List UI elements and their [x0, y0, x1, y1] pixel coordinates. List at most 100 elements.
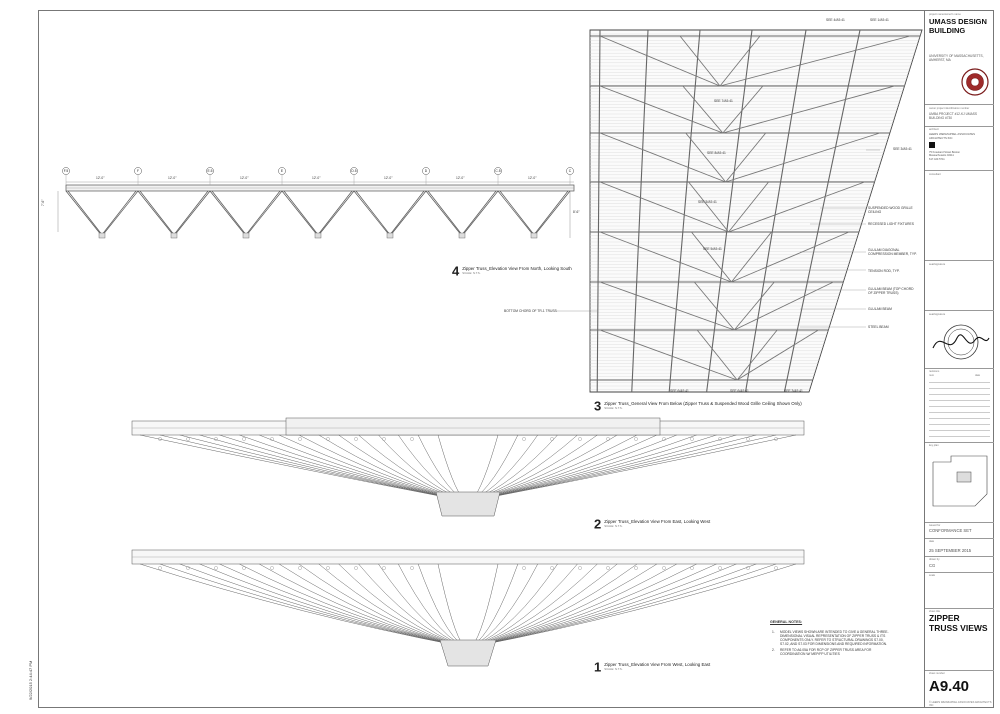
issue-date: 25 SEPTEMBER 2015 [929, 548, 972, 553]
view-title-text-3: Zipper Truss_General View From Below (Zi… [604, 401, 802, 407]
view-scale-2: SCALE: N.T.S. [604, 524, 623, 529]
key-plan-icon [932, 455, 988, 507]
callout-see-bot-2: SEE 6/A9.41 [730, 389, 749, 393]
grid-label: D.5 [351, 169, 357, 173]
callout-see-right: SEE 3/A9.41 [893, 147, 912, 151]
callout-suspended-ceiling: SUSPENDED WOOD GRILLE CEILING [868, 206, 913, 214]
view4-elevation-north [57, 167, 575, 239]
seal2-label: seal/signature [929, 313, 946, 316]
view-number-3: 3 [594, 398, 602, 414]
architect-logo [929, 142, 935, 148]
rev-col-num: num [929, 374, 935, 377]
revision-line [929, 400, 990, 401]
callout-see-mid-2: SEE 8/A9.41 [707, 151, 726, 155]
rev-col-date: date [975, 374, 981, 377]
date-label: date [929, 540, 935, 543]
height-dim-left: 7'-6" [41, 199, 45, 206]
note-1-number: 1. [772, 630, 775, 634]
callout-see-mid-4: SEE 5/A9.41 [703, 247, 722, 251]
revision-line [929, 394, 990, 395]
id-label: owner project identification number [929, 107, 970, 110]
note-1-line-2: DIMENSIONAL VISUAL REPRESENTATION OF ZIP… [780, 634, 886, 638]
spacing-dimension: 12'-0" [312, 176, 321, 180]
view3-view-from-below [589, 29, 923, 393]
callout-glulam-beam: GLULAM BEAM [868, 307, 892, 311]
revision-line [929, 406, 990, 407]
spacing-dimension: 12'-0" [528, 176, 537, 180]
issued-for-label: issued for [929, 524, 941, 527]
title-block: project name/owner's name UMASS DESIGN B… [924, 10, 994, 708]
sheet-border [38, 10, 994, 708]
note-2-line-1: REFER TO A6.05A FOR RCP OF ZIPPER TRUSS … [780, 648, 872, 652]
view-scale-3: SCALE: N.T.S. [604, 406, 623, 411]
callout-see-mid-3: SEE 5/A9.41 [698, 200, 717, 204]
grid-label: D [424, 169, 428, 173]
callout-glulam-compression: GLULAM DIAGONAL COMPRESSION MEMBER, TYP. [868, 248, 917, 256]
note-1-line-3: COMPONENTS ONLY. REFER TO STRUCTURAL DRA… [780, 638, 884, 642]
spacing-dimension: 12'-0" [456, 176, 465, 180]
note-1-line-4: S7.02, AND S7.03 FOR DIMENSIONS AND REQU… [780, 642, 888, 646]
revision-line [929, 430, 990, 431]
client-name: UNIVERSITY OF MASSACHUSETTS, AMHERST, MA [929, 54, 984, 62]
view-title-text-2: Zipper Truss_Elevation View From East, L… [604, 519, 711, 525]
view2-elevation-east [131, 417, 805, 517]
note-2-number: 2. [772, 648, 775, 652]
spacing-dimension: 12'-0" [96, 176, 105, 180]
callout-see-bot-1: SEE 6/A9.41 [670, 389, 689, 393]
view-number-1: 1 [594, 659, 602, 675]
note-2: 2. REFER TO A6.05A FOR RCP OF ZIPPER TRU… [770, 648, 920, 656]
callout-recessed-lights: RECESSED LIGHT FIXTURES [868, 222, 914, 226]
drawn-by: CG [929, 563, 936, 568]
drawn-by-label: drawn by [929, 558, 940, 561]
key-plan-label: key plan [929, 444, 939, 447]
view-number-2: 2 [594, 516, 602, 532]
architect-label: architect [929, 128, 939, 131]
revision-line [929, 382, 990, 383]
general-notes-title: GENERAL NOTES: [770, 620, 803, 624]
view1-elevation-west [131, 549, 805, 667]
architect-stamp-icon [932, 324, 990, 360]
callout-see-mid-1: SEE 7/A9.41 [714, 99, 733, 103]
callout-steel-beam: STEEL BEAM [868, 325, 889, 329]
grid-label: F [136, 169, 139, 173]
revision-line [929, 412, 990, 413]
project-title: UMASS DESIGN BUILDING [929, 17, 987, 35]
spacing-dimension: 12'-0" [384, 176, 393, 180]
grid-label: C [568, 169, 572, 173]
sheet-title-label: sheet title [929, 610, 941, 613]
callout-bottom-chord: BOTTOM CHORD OF TR-1 TRUSS [504, 309, 557, 313]
callout-see-top-1: SEE 4/A9.41 [826, 18, 845, 22]
callout-glulam-top-chord: GLULAM BEAM (TOP CHORD OF ZIPPER TRUSS) [868, 287, 914, 295]
revision-line [929, 436, 990, 437]
view-scale-1: SCALE: N.T.S. [604, 667, 623, 672]
sheet-title: ZIPPER TRUSS VIEWS [929, 613, 988, 633]
revisions-label: revisions [929, 370, 940, 373]
grid-label: C.5 [495, 169, 501, 173]
revision-line [929, 424, 990, 425]
grid-label: E [280, 169, 284, 173]
project-id: UMBA PROJECT #12-KJ UMASS BUILDING #730 [929, 112, 977, 120]
callout-tension-rod: TENSION ROD, TYP. [868, 269, 900, 273]
university-seal-icon [961, 68, 989, 96]
scale-label: scale [929, 574, 936, 577]
sheet-number: A9.40 [929, 678, 970, 695]
revision-line [929, 418, 990, 419]
sheet-number-label: sheet number [929, 672, 945, 675]
note-2-line-2: COORDINATION W/ MEP/FP UTILITIES [780, 652, 840, 656]
architect-name: LEERS WEINZAPFEL ASSOCIATES ARCHITECTS I… [929, 132, 976, 140]
architect-address: 75 Kneeland Street Boston Massachusetts … [929, 151, 961, 161]
revision-line [929, 388, 990, 389]
seal-label: seal/signature [929, 263, 946, 266]
callout-see-bot-3: SEE 3/A9.41 [784, 389, 803, 393]
project-label: project name/owner's name [929, 13, 961, 16]
view-title-text-1: Zipper Truss_Elevation View From West, L… [604, 662, 711, 668]
view-number-4: 4 [452, 263, 460, 279]
note-1: 1. MODEL VIEWS SHOWN ARE INTENDED TO GIV… [770, 630, 920, 646]
spacing-dimension: 12'-0" [240, 176, 249, 180]
